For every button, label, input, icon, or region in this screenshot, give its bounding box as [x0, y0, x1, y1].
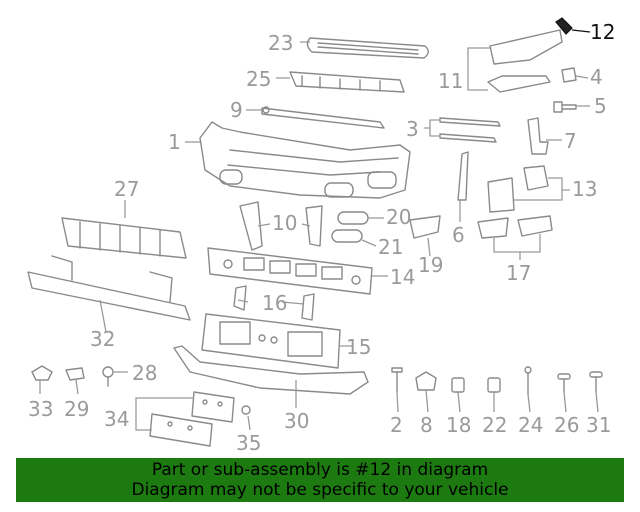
callout-26: 26 — [554, 413, 579, 437]
callout-25: 25 — [246, 67, 271, 91]
callout-18: 18 — [446, 413, 471, 437]
part-25-bracket-strip — [289, 71, 405, 93]
part-13-brackets — [487, 165, 549, 213]
callout-29: 29 — [64, 397, 89, 421]
callout-31: 31 — [586, 413, 611, 437]
callout-2: 2 — [390, 413, 403, 437]
callout-labels: 23 25 9 1 27 10 14 16 15 30 34 32 28 33 … — [28, 20, 615, 455]
part-17-lamps — [477, 215, 553, 239]
part-10-brackets — [239, 201, 323, 251]
callout-24: 24 — [518, 413, 543, 437]
part-21-bezel — [331, 229, 363, 243]
callout-35: 35 — [236, 431, 261, 455]
callout-33: 33 — [28, 397, 53, 421]
fastener-26 — [557, 373, 571, 393]
callout-9: 9 — [230, 98, 243, 122]
part-5-screw — [553, 101, 577, 113]
part-3-strips — [439, 117, 501, 143]
fastener-33 — [31, 365, 53, 381]
fastener-22 — [487, 377, 501, 393]
part-14-support-plate — [207, 247, 373, 295]
part-35-clip — [241, 405, 251, 415]
fastener-31 — [589, 371, 603, 393]
part-6-support — [457, 151, 469, 201]
callout-15: 15 — [346, 335, 371, 359]
fastener-8 — [415, 371, 437, 391]
fastener-28 — [102, 366, 114, 387]
callout-17: 17 — [506, 261, 531, 285]
callout-19: 19 — [418, 253, 443, 277]
part-32-impact-bar — [27, 255, 191, 321]
callout-32: 32 — [90, 327, 115, 351]
part-34-plate-brackets — [149, 391, 235, 447]
part-9-reinforcement — [261, 106, 385, 129]
callout-20: 20 — [386, 205, 411, 229]
part-15-license-bracket — [201, 313, 341, 369]
callout-16: 16 — [262, 291, 287, 315]
info-banner: Part or sub-assembly is #12 in diagram D… — [16, 458, 624, 502]
callout-21: 21 — [378, 235, 403, 259]
callout-7: 7 — [564, 129, 577, 153]
banner-line-2: Diagram may not be specific to your vehi… — [131, 480, 509, 500]
part-7-bracket — [527, 117, 549, 155]
part-19-fog-light — [409, 215, 441, 239]
callout-30: 30 — [284, 409, 309, 433]
part-1-bumper-cover — [199, 121, 411, 199]
part-30-lower-valance — [173, 345, 369, 395]
callout-14: 14 — [390, 265, 415, 289]
fastener-24 — [524, 366, 532, 395]
part-27-grille-frame — [61, 217, 187, 259]
callout-10: 10 — [272, 211, 297, 235]
leader-lines — [39, 29, 599, 431]
part-11-trim-pieces — [487, 29, 563, 93]
callout-5: 5 — [594, 94, 607, 118]
part-20-bezel — [337, 211, 369, 225]
callout-12: 12 — [590, 20, 615, 44]
callout-4: 4 — [590, 65, 603, 89]
callout-34: 34 — [104, 407, 129, 431]
callout-23: 23 — [268, 31, 293, 55]
callout-28: 28 — [132, 361, 157, 385]
part-16-small-brackets — [233, 285, 315, 321]
part-4-clip — [561, 67, 577, 83]
callout-8: 8 — [420, 413, 433, 437]
callout-13: 13 — [572, 177, 597, 201]
callout-27: 27 — [114, 177, 139, 201]
callout-11: 11 — [438, 69, 463, 93]
fastener-18 — [451, 377, 465, 393]
callout-22: 22 — [482, 413, 507, 437]
callout-1: 1 — [168, 130, 181, 154]
part-23-grille-strip — [306, 37, 429, 59]
fastener-29 — [65, 367, 85, 381]
callout-6: 6 — [452, 223, 465, 247]
banner-line-1: Part or sub-assembly is #12 in diagram — [151, 460, 489, 480]
callout-3: 3 — [406, 117, 419, 141]
fastener-2 — [391, 367, 403, 393]
part-12-highlighted — [555, 17, 573, 35]
